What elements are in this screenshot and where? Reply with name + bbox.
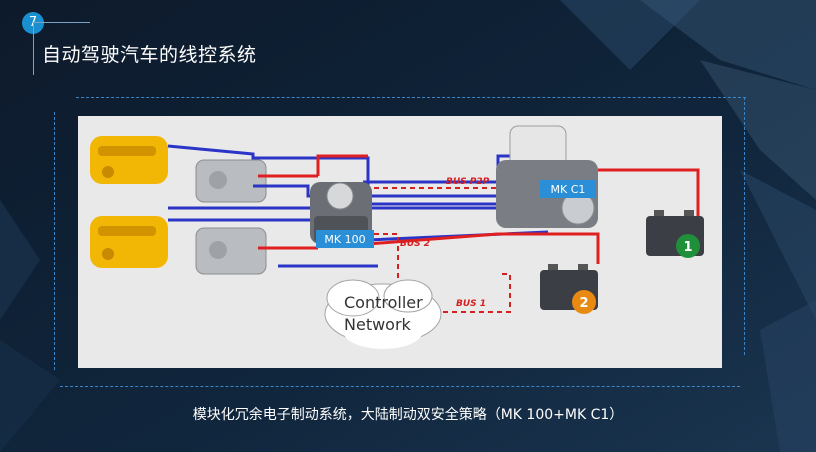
bus-lines bbox=[374, 187, 511, 313]
mkc1-label-box bbox=[540, 180, 596, 198]
mkc1-label: MK C1 bbox=[551, 183, 586, 196]
divider-bottom bbox=[60, 386, 740, 387]
battery-1-icon bbox=[646, 210, 704, 258]
divider-left bbox=[54, 112, 55, 370]
bus-p2p-label: BUS P2P bbox=[446, 177, 490, 187]
rear-actuator-icon bbox=[195, 227, 267, 275]
brake-system-diagram: MK 100 MK C1 BUS P2P BUS 2 BUS 1 Control… bbox=[90, 125, 704, 349]
slide-caption: 模块化冗余电子制动系统，大陆制动双安全策略（MK 100+MK C1） bbox=[192, 407, 624, 423]
battery-1-number: 1 bbox=[683, 240, 692, 255]
front-caliper-icon bbox=[90, 136, 168, 184]
slide-title: 自动驾驶汽车的线控系统 bbox=[42, 44, 257, 66]
divider-top bbox=[76, 97, 746, 98]
front-actuator-icon bbox=[195, 159, 267, 203]
battery-2-number: 2 bbox=[579, 296, 588, 311]
battery-2-icon bbox=[540, 264, 598, 314]
rear-caliper-icon bbox=[90, 216, 168, 268]
divider-right bbox=[744, 97, 745, 355]
hydraulic-red-lines bbox=[258, 154, 700, 264]
controller-network-cloud-icon bbox=[324, 279, 442, 349]
title-frame bbox=[33, 22, 90, 75]
mk100-label: MK 100 bbox=[324, 233, 365, 246]
controller-network-label-line1: Controller bbox=[344, 293, 423, 312]
bus1-label: BUS 1 bbox=[456, 299, 486, 309]
controller-network-label-line2: Network bbox=[344, 315, 412, 334]
mk100-label-box bbox=[316, 230, 374, 248]
bus2-label: BUS 2 bbox=[400, 239, 430, 249]
mkc1-unit-icon bbox=[496, 125, 598, 228]
